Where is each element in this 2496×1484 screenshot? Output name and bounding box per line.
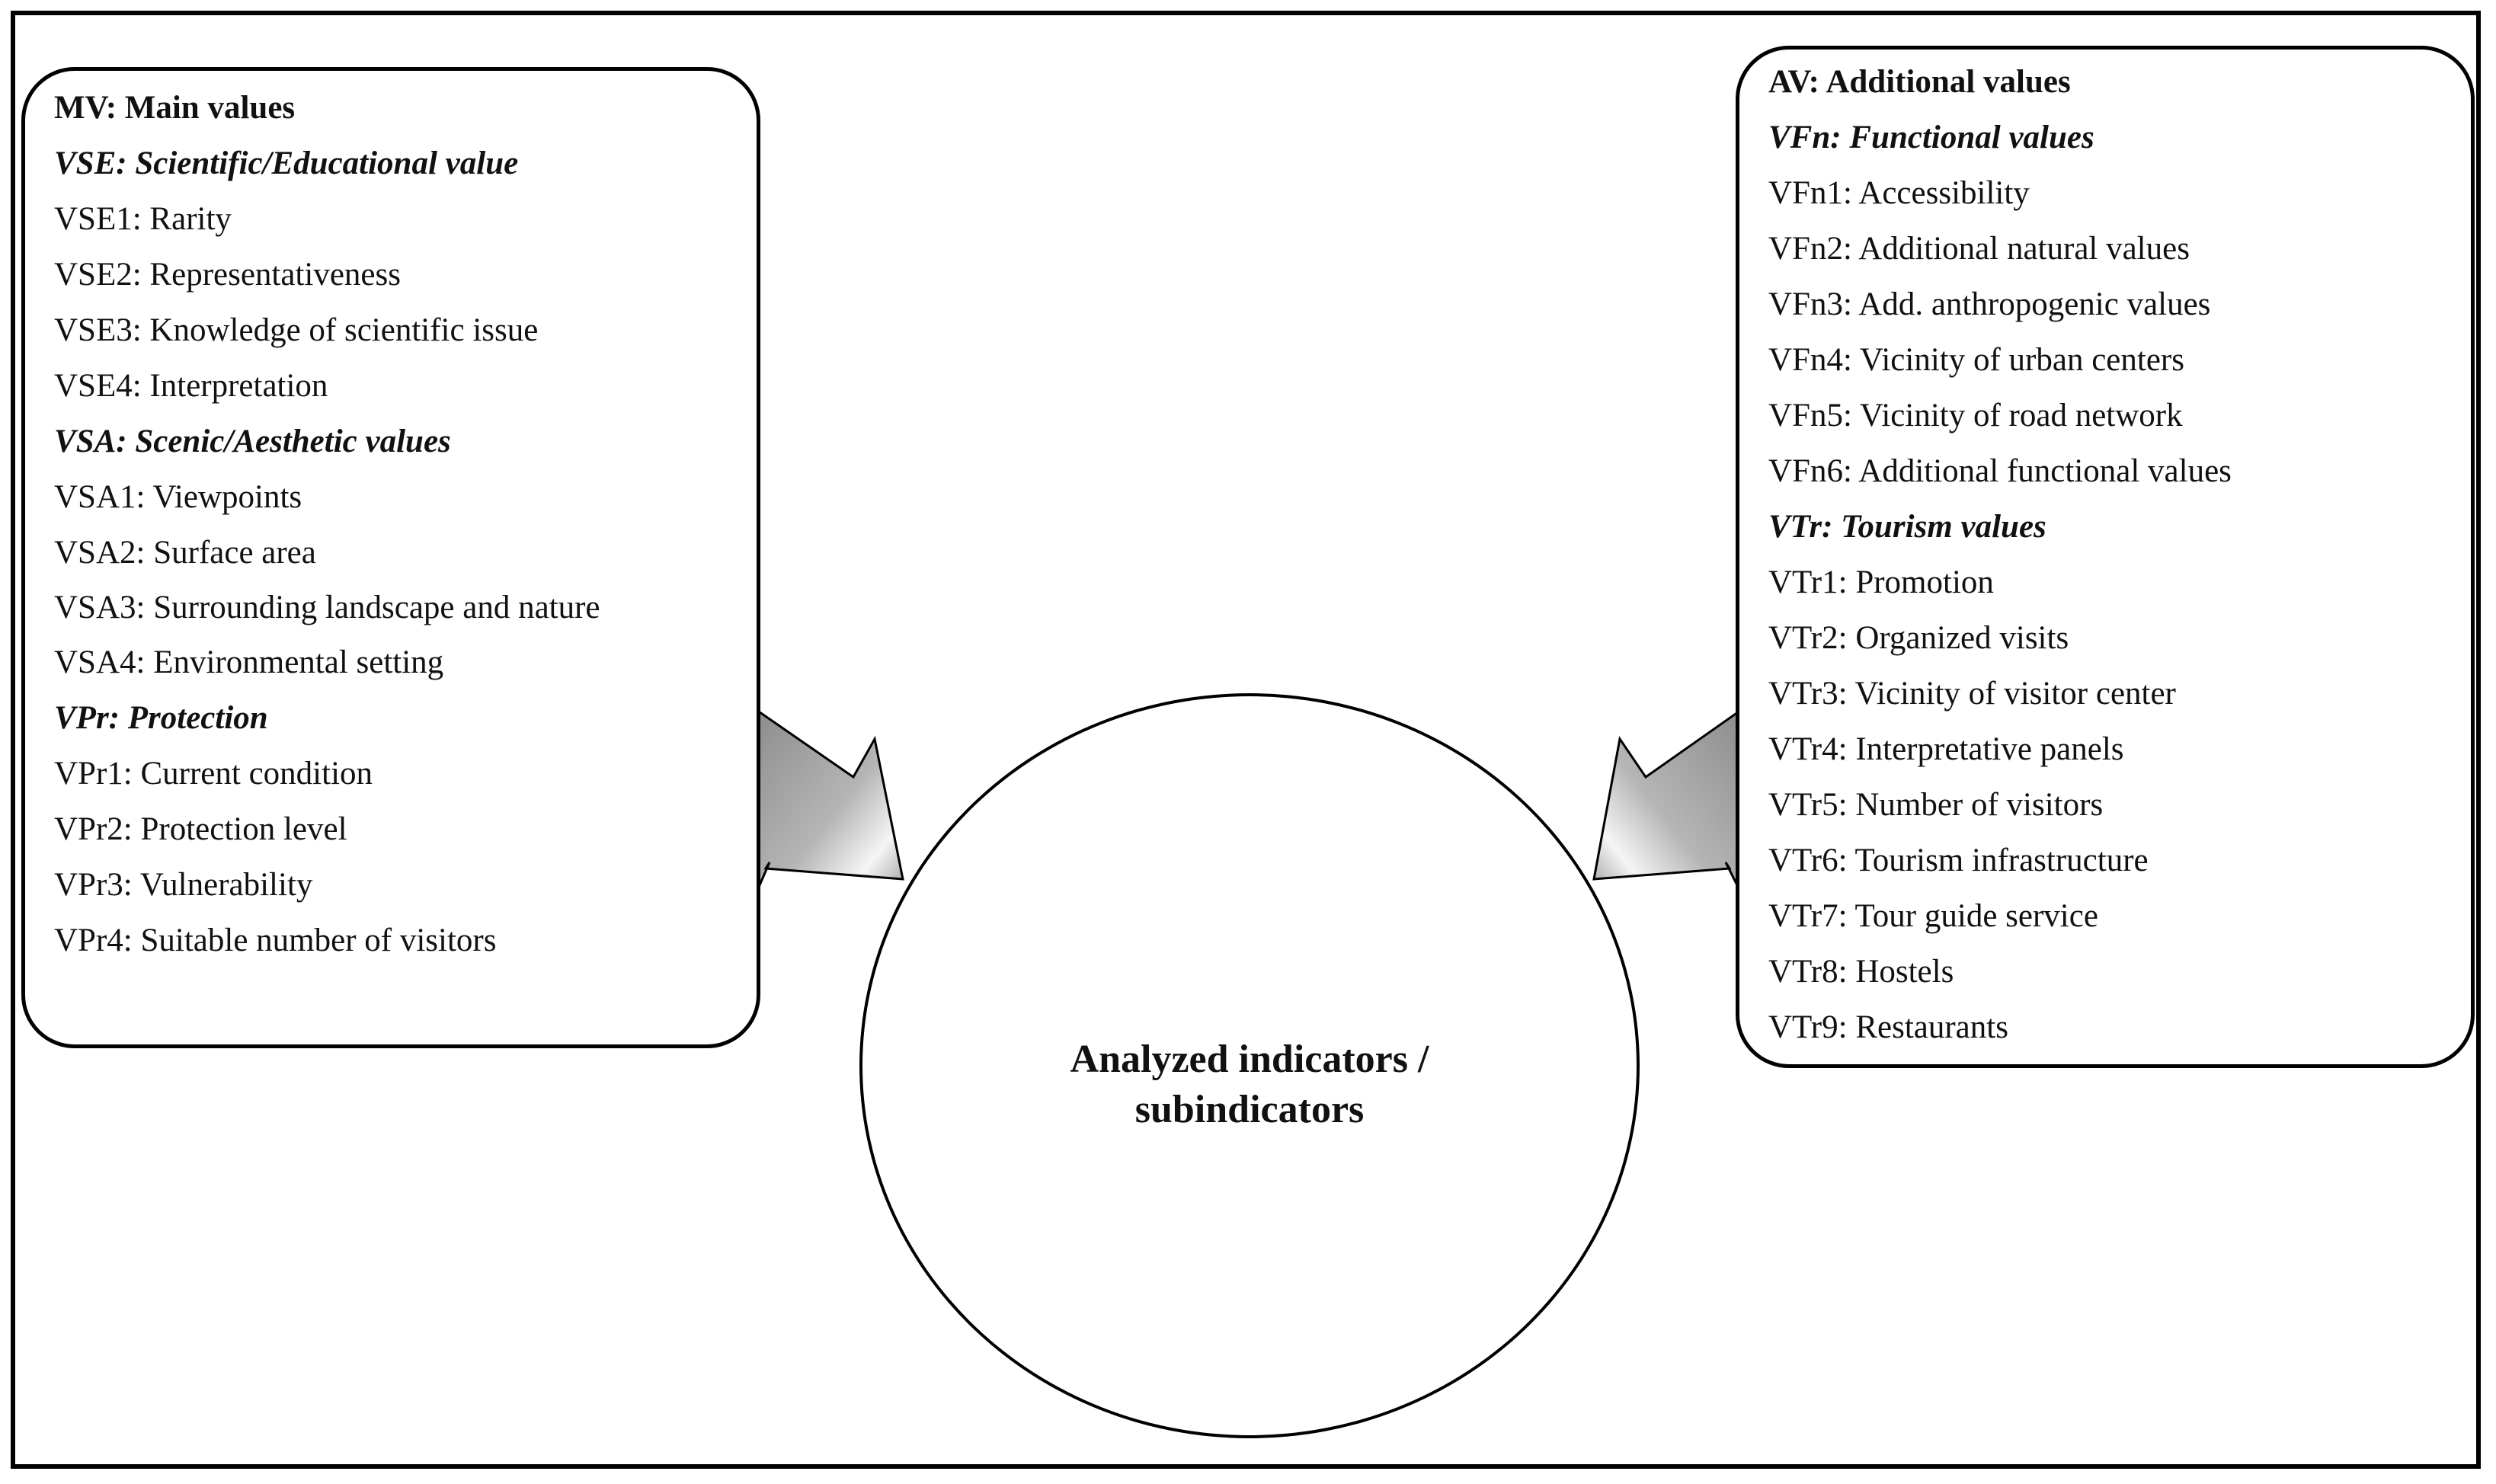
indicator-item: VSA1: Viewpoints <box>54 479 302 515</box>
main-values-title: MV: Main values <box>54 90 296 126</box>
left-arrow-shape <box>753 706 904 898</box>
indicator-item: VSA2: Surface area <box>54 535 316 571</box>
indicator-item: VTr3: Vicinity of visitor center <box>1768 676 2176 712</box>
main-values-box: MV: Main values VSE: Scientific/Educatio… <box>21 67 760 1048</box>
indicator-item: VFn1: Accessibility <box>1768 175 2030 211</box>
indicator-item: VTr4: Interpretative panels <box>1768 731 2124 767</box>
indicator-item: VTr9: Restaurants <box>1768 1009 2008 1045</box>
indicator-item: VTr2: Organized visits <box>1768 620 2069 656</box>
indicator-item: VPr1: Current condition <box>54 756 373 792</box>
indicator-item: VSA4: Environmental setting <box>54 644 444 680</box>
main-values-list: MV: Main values VSE: Scientific/Educatio… <box>54 88 734 961</box>
indicator-item: VFn5: Vicinity of road network <box>1768 398 2183 433</box>
group-label-protection: VPr: Protection <box>54 700 268 736</box>
indicator-item: VPr3: Vulnerability <box>54 867 313 903</box>
indicator-item: VTr5: Number of visitors <box>1768 787 2104 823</box>
indicator-item: VPr2: Protection level <box>54 811 347 847</box>
additional-values-title: AV: Additional values <box>1768 64 2071 100</box>
indicator-item: VSE2: Representativeness <box>54 257 401 293</box>
additional-values-box: AV: Additional values VFn: Functional va… <box>1736 46 2475 1068</box>
indicator-item: VTr7: Tour guide service <box>1768 898 2098 934</box>
center-label-line-1: Analyzed indicators / <box>1070 1038 1429 1081</box>
center-node-circle <box>859 693 1640 1438</box>
indicator-item: VSA3: Surrounding landscape and nature <box>54 590 600 625</box>
indicator-item: VFn2: Additional natural values <box>1768 231 2190 267</box>
additional-values-list: AV: Additional values VFn: Functional va… <box>1768 62 2448 1047</box>
group-label-scenic: VSA: Scenic/Aesthetic values <box>54 424 451 459</box>
indicator-item: VSE1: Rarity <box>54 201 232 237</box>
indicator-item: VFn4: Vicinity of urban centers <box>1768 342 2184 378</box>
right-arrow-shape <box>1592 706 1745 898</box>
indicator-item: VFn6: Additional functional values <box>1768 453 2232 489</box>
indicator-item: VTr1: Promotion <box>1768 564 1994 600</box>
indicator-item: VFn3: Add. anthropogenic values <box>1768 286 2211 322</box>
indicator-item: VSE3: Knowledge of scientific issue <box>54 312 539 348</box>
indicator-item: VTr8: Hostels <box>1768 954 1954 990</box>
center-node-label: Analyzed indicators / subindicators <box>936 1035 1563 1135</box>
indicator-item: VTr6: Tourism infrastructure <box>1768 843 2149 878</box>
group-label-tourism: VTr: Tourism values <box>1768 509 2046 545</box>
indicator-item: VSE4: Interpretation <box>54 368 328 404</box>
group-label-scientific: VSE: Scientific/Educational value <box>54 146 519 181</box>
indicator-item: VPr4: Suitable number of visitors <box>54 923 497 958</box>
center-label-line-2: subindicators <box>1134 1088 1365 1131</box>
group-label-functional: VFn: Functional values <box>1768 120 2094 155</box>
